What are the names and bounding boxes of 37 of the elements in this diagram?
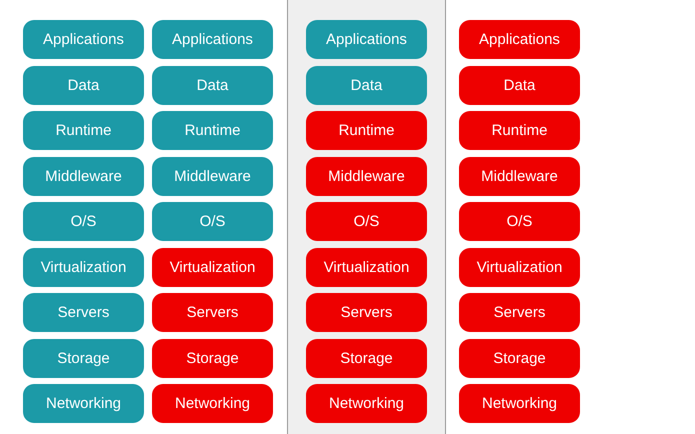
layer-box: Applications [459,20,580,59]
layer-box: Middleware [23,156,144,196]
layer-box: Networking [23,384,144,423]
column-panel [287,0,446,434]
layer-box: Applications [152,20,273,59]
layer-box: Virtualization [152,248,273,286]
layer-box: Virtualization [459,248,580,286]
layer-box: Runtime [459,111,580,150]
layer-box: Data [306,66,427,104]
layer-box: Applications [23,20,144,59]
layer-box: Servers [306,293,427,332]
layer-box: Middleware [152,156,273,196]
layer-box: O/S [23,202,144,241]
layer-box: Servers [459,293,580,332]
layer-box: O/S [459,202,580,241]
layer-box: Runtime [23,111,144,150]
layer-box: Networking [306,384,427,423]
layer-box: Storage [23,338,144,378]
layer-box: Applications [306,20,427,59]
layer-box: Storage [459,338,580,378]
layer-box: Runtime [306,111,427,150]
layer-box: Storage [306,338,427,378]
layer-box: Data [23,66,144,104]
layer-box: Virtualization [23,248,144,286]
layer-box: O/S [306,202,427,241]
layer-box: Middleware [459,156,580,196]
layer-box: Networking [152,384,273,423]
layer-box: O/S [152,202,273,241]
layer-box: Networking [459,384,580,423]
layer-box: Storage [152,338,273,378]
layer-box: Data [459,66,580,104]
layer-box: Runtime [152,111,273,150]
layer-box: Data [152,66,273,104]
layer-box: Virtualization [306,248,427,286]
layer-box: Servers [23,293,144,332]
layer-box: Servers [152,293,273,332]
layer-box: Middleware [306,156,427,196]
